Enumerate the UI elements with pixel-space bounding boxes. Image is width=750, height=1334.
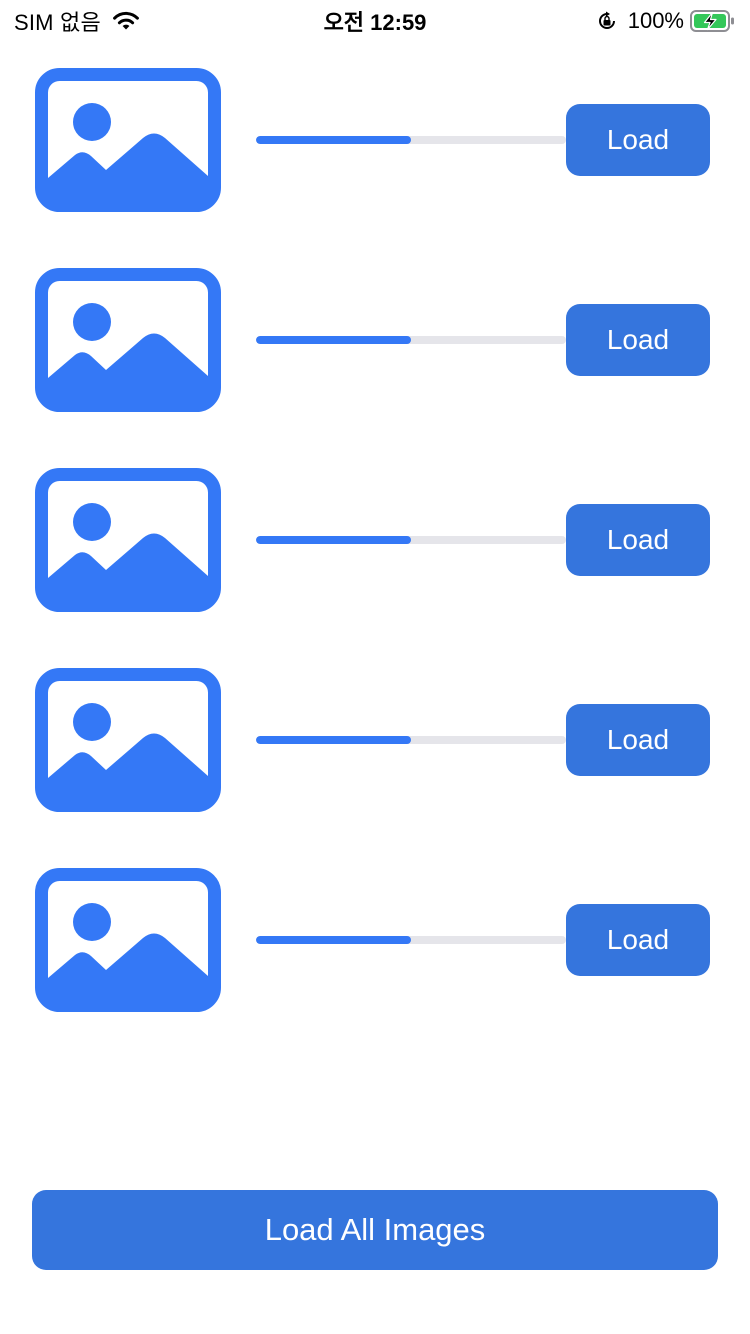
wifi-icon: [113, 11, 139, 30]
load-all-images-button[interactable]: Load All Images: [32, 1190, 718, 1270]
progress-fill: [256, 536, 411, 544]
list-item: Load: [0, 268, 750, 412]
progress-bar: [256, 536, 566, 544]
list-item: Load: [0, 468, 750, 612]
progress-fill: [256, 736, 411, 744]
load-button[interactable]: Load: [566, 504, 710, 576]
progress-bar: [256, 336, 566, 344]
image-placeholder-icon: [35, 868, 221, 1012]
status-right: 100%: [596, 6, 736, 36]
load-button[interactable]: Load: [566, 104, 710, 176]
load-button[interactable]: Load: [566, 304, 710, 376]
battery-charging-icon: [690, 10, 734, 32]
load-button[interactable]: Load: [566, 904, 710, 976]
image-placeholder-icon: [35, 468, 221, 612]
progress-fill: [256, 936, 411, 944]
progress-bar: [256, 736, 566, 744]
list-item: Load: [0, 68, 750, 212]
status-bar: SIM 없음 오전 12:59 100%: [0, 0, 750, 40]
image-placeholder-icon: [35, 68, 221, 212]
image-placeholder-icon: [35, 268, 221, 412]
list-item: Load: [0, 668, 750, 812]
orientation-lock-icon: [598, 11, 615, 29]
progress-fill: [256, 336, 411, 344]
image-placeholder-icon: [35, 668, 221, 812]
progress-bar: [256, 136, 566, 144]
list-item: Load: [0, 868, 750, 1012]
progress-bar: [256, 936, 566, 944]
load-button[interactable]: Load: [566, 704, 710, 776]
status-time: 오전 12:59: [323, 10, 427, 35]
battery-percent: 100%: [627, 8, 684, 33]
progress-fill: [256, 136, 411, 144]
carrier-label: SIM 없음: [14, 10, 101, 35]
status-left: SIM 없음: [14, 6, 141, 36]
